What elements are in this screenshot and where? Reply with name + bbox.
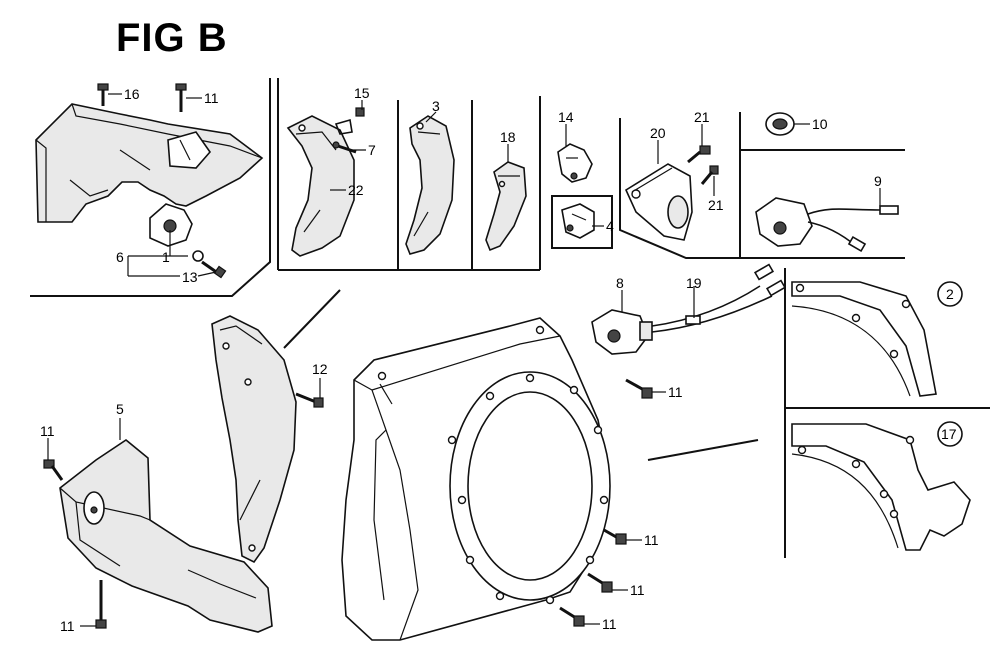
detail-marker-17 (937, 421, 963, 447)
label-19: 19 (686, 275, 702, 291)
label-4: 4 (606, 218, 614, 234)
detail-marker-2 (937, 281, 963, 307)
label-5: 5 (116, 401, 124, 417)
label-1: 1 (162, 249, 170, 265)
figure-title: FIG B (116, 16, 228, 60)
label-detail-17: 17 (941, 426, 957, 442)
label-6: 6 (116, 249, 124, 265)
label-14: 14 (558, 109, 574, 125)
label-8: 8 (616, 275, 624, 291)
bracket-20 (624, 163, 693, 241)
shroud-18 (485, 161, 527, 252)
leader-lines (47, 93, 881, 627)
bolt-21b (700, 165, 719, 185)
label-11: 11 (40, 423, 55, 439)
label-11: 11 (644, 532, 659, 548)
label-18: 18 (500, 129, 516, 145)
bolt-11-right-top (625, 378, 653, 399)
bolt-11-top (175, 83, 187, 112)
detail-17 (791, 423, 971, 551)
panel-frames (30, 78, 990, 558)
label-12: 12 (312, 361, 328, 377)
clip-4 (561, 203, 595, 239)
label-21: 21 (694, 109, 710, 125)
label-11: 11 (668, 384, 683, 400)
label-22: 22 (348, 182, 364, 198)
clip-14 (557, 143, 593, 183)
leads-19 (651, 263, 787, 333)
label-15: 15 (354, 85, 370, 101)
switch-8 (591, 309, 653, 355)
detail-2 (791, 281, 937, 397)
grommet-10 (765, 112, 795, 136)
shroud-12 (211, 315, 297, 564)
cover-5 (59, 439, 273, 633)
clip-15 (334, 107, 365, 135)
label-detail-2: 2 (946, 286, 954, 302)
label-7: 7 (368, 142, 376, 158)
bolt-11-bottom-left (95, 580, 107, 629)
bolt-13 (192, 250, 227, 279)
bolt-16 (97, 83, 109, 106)
label-21: 21 (708, 197, 724, 213)
bolt-21a (687, 145, 711, 164)
label-11: 11 (204, 90, 219, 106)
bolt-11-right-3 (559, 606, 585, 627)
label-10: 10 (812, 116, 828, 132)
label-11: 11 (630, 582, 645, 598)
label-13: 13 (182, 269, 198, 285)
bolt-12 (295, 392, 324, 408)
shroud-3 (405, 115, 455, 255)
bolt-11-right-1 (603, 528, 627, 545)
switch-9 (755, 197, 899, 253)
label-20: 20 (650, 125, 666, 141)
fan-housing (341, 317, 611, 641)
label-16: 16 (124, 86, 140, 102)
label-3: 3 (432, 98, 440, 114)
screw-7 (332, 141, 357, 154)
bolt-11-left (43, 459, 64, 481)
fan-cover-upper (35, 103, 264, 247)
label-11: 11 (602, 616, 617, 632)
label-9: 9 (874, 173, 882, 189)
label-11: 11 (60, 618, 75, 634)
part-labels: 16 11 6 1 13 15 7 22 3 18 14 4 20 21 21 … (40, 85, 957, 634)
shroud-22 (286, 115, 355, 257)
bolt-11-right-2 (587, 572, 613, 593)
